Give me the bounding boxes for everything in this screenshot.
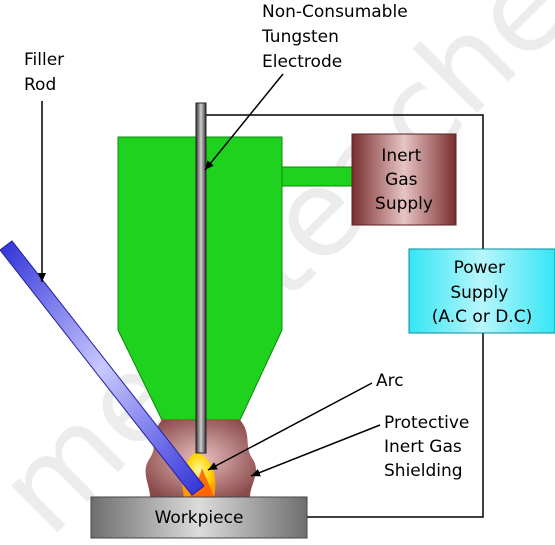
arc-label: Arc	[376, 371, 404, 391]
power-wire-top	[203, 114, 484, 249]
electrode-arrow	[204, 73, 284, 171]
gas-hose	[279, 166, 353, 187]
arc-arrow	[207, 382, 373, 471]
workpiece	[90, 496, 308, 539]
electrode-label: Non-Consumable Tungsten Electrode	[261, 2, 413, 72]
workpiece-label: Workpiece	[155, 508, 244, 528]
filler-rod	[0, 240, 205, 496]
tungsten-electrode	[195, 102, 207, 454]
inert-gas-supply-label: Inert Gas Supply	[375, 146, 433, 214]
power-supply-label: Power Supply (A.C or D.C)	[432, 258, 532, 327]
shielding-arrow	[250, 424, 381, 477]
filler-rod-label: Filler Rod	[24, 50, 70, 95]
shielding-label: Protective Inert Gas Shielding	[384, 413, 475, 481]
power-wire-bottom	[307, 333, 484, 518]
power-supply-box	[408, 248, 555, 334]
inert-gas-supply-box	[351, 133, 457, 226]
